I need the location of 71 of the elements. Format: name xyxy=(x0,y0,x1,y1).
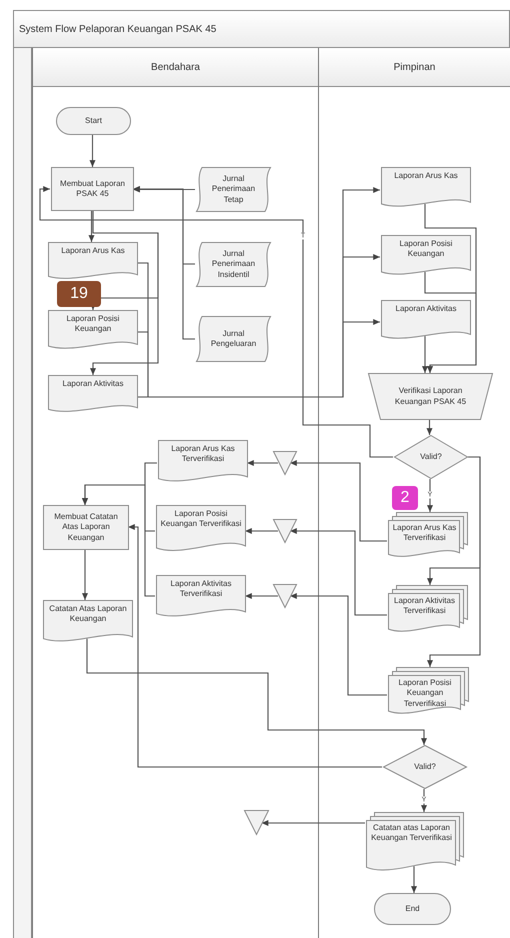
connector-arrow xyxy=(39,186,393,458)
journal-shape xyxy=(196,316,271,362)
connector-arrow xyxy=(88,211,94,242)
connector-arrow xyxy=(137,254,380,398)
multi-document-shape xyxy=(388,512,468,560)
process-box xyxy=(51,167,134,211)
document-shape xyxy=(48,242,138,282)
connector-arrow xyxy=(133,186,195,340)
connector-arrow xyxy=(422,336,428,373)
node-text: Start xyxy=(85,116,102,126)
node-text: Catatan atas Laporan Keuangan Terverifikasi xyxy=(370,823,453,844)
decision-diamond xyxy=(394,435,468,479)
connector-arrow xyxy=(90,211,159,375)
node-text: Laporan Arus Kas Terverifikasi xyxy=(170,444,236,465)
node-text: Verifikasi Laporan Keuangan PSAK 45 xyxy=(394,386,468,407)
connector-arrow xyxy=(427,456,481,667)
node-text: Laporan Arus Kas xyxy=(394,171,458,182)
diagram-title: System Flow Pelaporan Keuangan PSAK 45 xyxy=(13,10,510,48)
manual-operation-shape xyxy=(368,373,493,420)
decision-diamond xyxy=(383,745,467,789)
node-text: Laporan Arus Kas xyxy=(61,246,125,256)
node-text: Jurnal Penerimaan Insidentil xyxy=(210,248,256,280)
node-text: Laporan Arus Kas Terverifikasi xyxy=(392,523,458,544)
node-text: Laporan Aktivitas Terverifikasi xyxy=(393,596,456,617)
offline-storage-triangle xyxy=(273,584,297,608)
node-text: Laporan Aktivitas Terverifikasi xyxy=(170,579,232,600)
callout-number: 19 xyxy=(57,281,101,307)
connector-arrow xyxy=(245,593,278,599)
connector-arrow xyxy=(128,524,382,768)
connector-arrow xyxy=(82,484,155,597)
connector-arrow xyxy=(245,528,278,534)
terminator-shape xyxy=(374,893,451,925)
connector-arrow xyxy=(86,638,427,745)
swimlane xyxy=(32,48,318,938)
node-text: Membuat Laporan PSAK 45 xyxy=(59,178,126,200)
connector-arrow xyxy=(90,135,96,167)
connector-arrow xyxy=(427,479,433,512)
node-text: Laporan Aktivitas xyxy=(396,304,456,314)
connector-arrow xyxy=(262,820,365,826)
connector-arrow xyxy=(424,272,477,373)
connector-arrow xyxy=(290,593,387,696)
swimlane xyxy=(318,48,510,938)
process-box xyxy=(43,505,129,550)
node-text: Laporan Posisi Keuangan Terverifikasi xyxy=(160,509,242,530)
connector-arrow xyxy=(82,550,88,600)
callout-number: 2 xyxy=(392,486,418,510)
node-text: Laporan Posisi Keuangan xyxy=(66,314,120,335)
connector-arrow xyxy=(426,420,432,435)
node-text: Laporan Posisi Keuangan xyxy=(398,239,454,260)
node-text: Jurnal Pengeluaran xyxy=(210,328,258,350)
connector-arrow xyxy=(137,319,380,398)
node-text: Laporan Aktivitas xyxy=(62,379,124,390)
connector-arrow xyxy=(290,460,387,542)
journal-shape xyxy=(196,167,271,212)
connector-arrow xyxy=(411,866,417,893)
node-text: Valid? xyxy=(414,762,436,772)
offline-storage-triangle xyxy=(273,519,297,543)
node-text: Jurnal Penerimaan Tetap xyxy=(210,174,256,206)
document-shape xyxy=(48,375,138,415)
node-text: Valid? xyxy=(420,452,442,462)
node-text: Membuat Catatan Atas Laporan Keuangan xyxy=(53,512,119,544)
terminator-shape xyxy=(56,107,131,135)
offline-storage-triangle xyxy=(273,451,297,475)
node-text: Laporan Posisi Keuangan Terverifikasi xyxy=(398,678,452,710)
connector-arrow xyxy=(133,186,195,192)
node-text: End xyxy=(405,904,420,914)
connector-arrow xyxy=(247,460,278,466)
offline-storage-triangle xyxy=(244,810,269,835)
journal-shape xyxy=(196,242,271,287)
connector-arrow xyxy=(290,528,387,616)
node-text: Catatan Atas Laporan Keuangan xyxy=(48,604,128,625)
